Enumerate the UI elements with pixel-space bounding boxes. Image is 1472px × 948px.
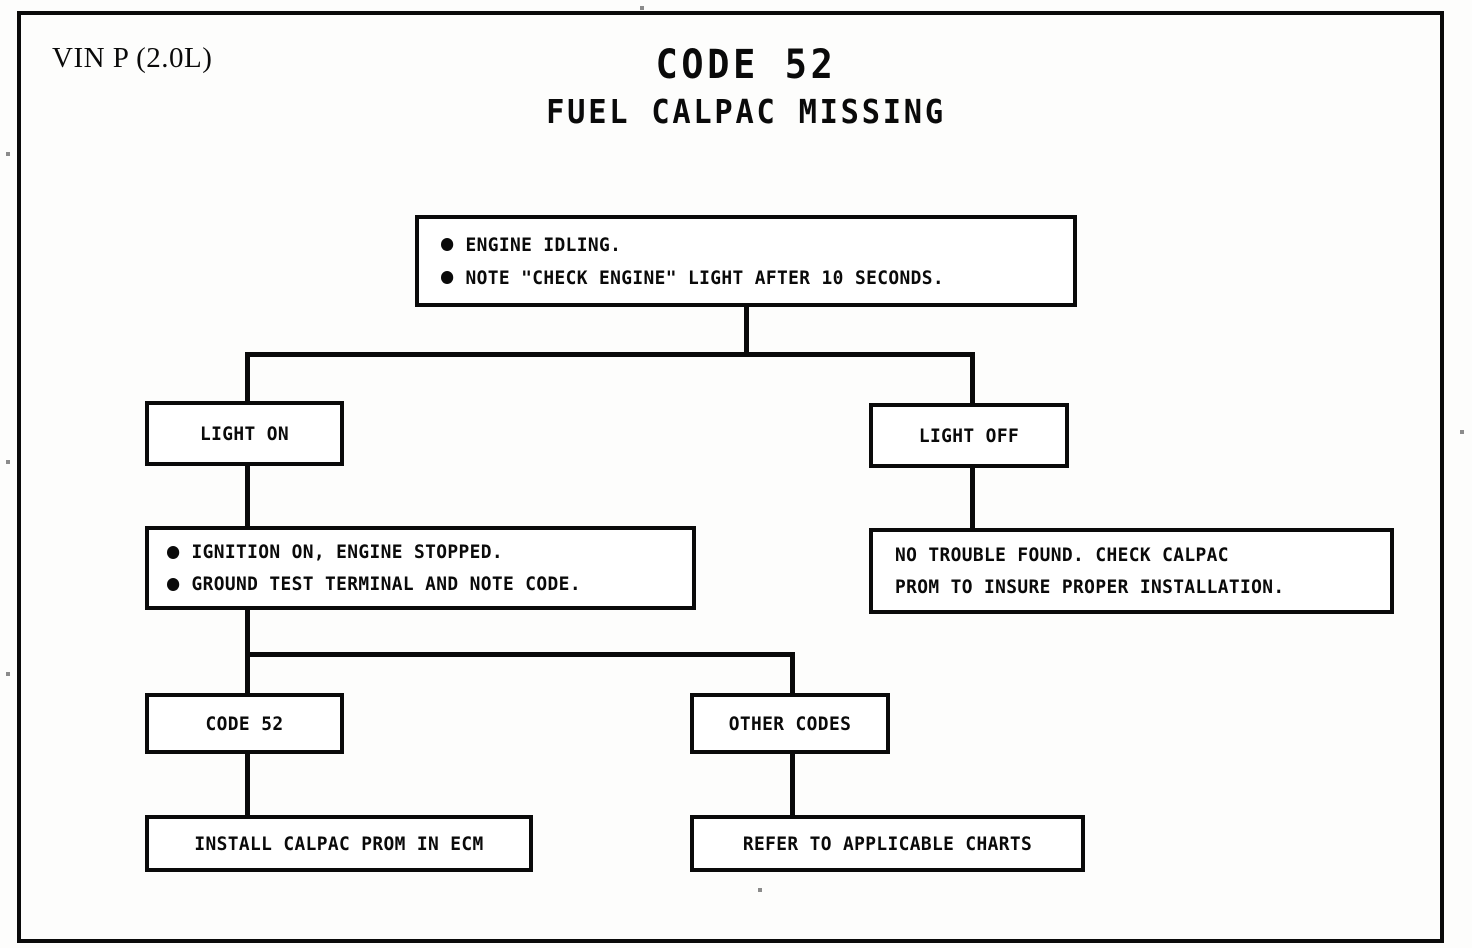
- connector-start-to-split: [744, 306, 749, 356]
- scan-speck: [758, 888, 762, 892]
- refer-charts-result[interactable]: REFER TO APPLICABLE CHARTS: [690, 815, 1085, 872]
- light-on-branch[interactable]: LIGHT ON: [145, 401, 344, 466]
- code-52-branch[interactable]: CODE 52: [145, 693, 344, 754]
- step-text: GROUND TEST TERMINAL AND NOTE CODE.: [191, 573, 581, 595]
- step-bullet-line: ENGINE IDLING.: [441, 234, 1035, 256]
- page-subtitle: FUEL CALPAC MISSING: [546, 92, 946, 131]
- bullet-icon: [167, 545, 180, 559]
- branch-label: CODE 52: [205, 712, 284, 735]
- bullet-icon: [441, 271, 454, 284]
- step-text: IGNITION ON, ENGINE STOPPED.: [191, 541, 504, 563]
- connector-split-bar-bottom: [245, 652, 795, 657]
- branch-label: OTHER CODES: [728, 712, 852, 735]
- page-border: [17, 11, 1444, 943]
- step-text: NOTE "CHECK ENGINE" LIGHT AFTER 10 SECON…: [465, 266, 944, 289]
- branch-label: LIGHT OFF: [918, 424, 1020, 447]
- engine-idling-step[interactable]: ENGINE IDLING. NOTE "CHECK ENGINE" LIGHT…: [415, 215, 1077, 307]
- connector-split-to-light-off: [970, 352, 975, 406]
- ignition-on-step[interactable]: IGNITION ON, ENGINE STOPPED. GROUND TEST…: [145, 526, 696, 610]
- connector-ignition-to-split: [245, 608, 250, 656]
- connector-other-codes-to-refer: [790, 752, 795, 816]
- result-text: PROM TO INSURE PROPER INSTALLATION.: [895, 576, 1285, 598]
- connector-light-off-to-no-trouble: [970, 466, 975, 530]
- install-calpac-result[interactable]: INSTALL CALPAC PROM IN ECM: [145, 815, 533, 872]
- connector-light-on-to-ignition: [245, 464, 250, 526]
- scan-speck: [6, 460, 10, 464]
- step-text: ENGINE IDLING.: [465, 233, 622, 256]
- connector-split-to-code52: [245, 652, 250, 696]
- connector-split-to-light-on: [245, 352, 250, 404]
- light-off-branch[interactable]: LIGHT OFF: [869, 403, 1069, 468]
- bullet-icon: [441, 238, 454, 251]
- scan-speck: [640, 6, 644, 10]
- connector-split-bar-top: [245, 352, 975, 357]
- step-bullet-line: GROUND TEST TERMINAL AND NOTE CODE.: [167, 573, 661, 595]
- page-title: CODE 52: [655, 42, 837, 88]
- other-codes-branch[interactable]: OTHER CODES: [690, 693, 890, 754]
- scan-speck: [6, 672, 10, 676]
- step-bullet-line: NOTE "CHECK ENGINE" LIGHT AFTER 10 SECON…: [441, 267, 1035, 289]
- vin-label: VIN P (2.0L): [52, 42, 213, 74]
- branch-label: LIGHT ON: [199, 422, 290, 445]
- connector-code52-to-install: [245, 752, 250, 816]
- result-text: REFER TO APPLICABLE CHARTS: [742, 832, 1033, 855]
- no-trouble-found-result[interactable]: NO TROUBLE FOUND. CHECK CALPAC PROM TO I…: [869, 528, 1394, 614]
- chart-title-block: CODE 52 FUEL CALPAC MISSING: [436, 44, 1056, 131]
- scan-speck: [6, 152, 10, 156]
- connector-split-to-other-codes: [790, 652, 795, 694]
- result-text: INSTALL CALPAC PROM IN ECM: [194, 832, 484, 855]
- scan-speck: [1460, 430, 1464, 434]
- result-text: NO TROUBLE FOUND. CHECK CALPAC: [895, 544, 1229, 566]
- step-bullet-line: IGNITION ON, ENGINE STOPPED.: [167, 541, 661, 563]
- bullet-icon: [167, 577, 180, 591]
